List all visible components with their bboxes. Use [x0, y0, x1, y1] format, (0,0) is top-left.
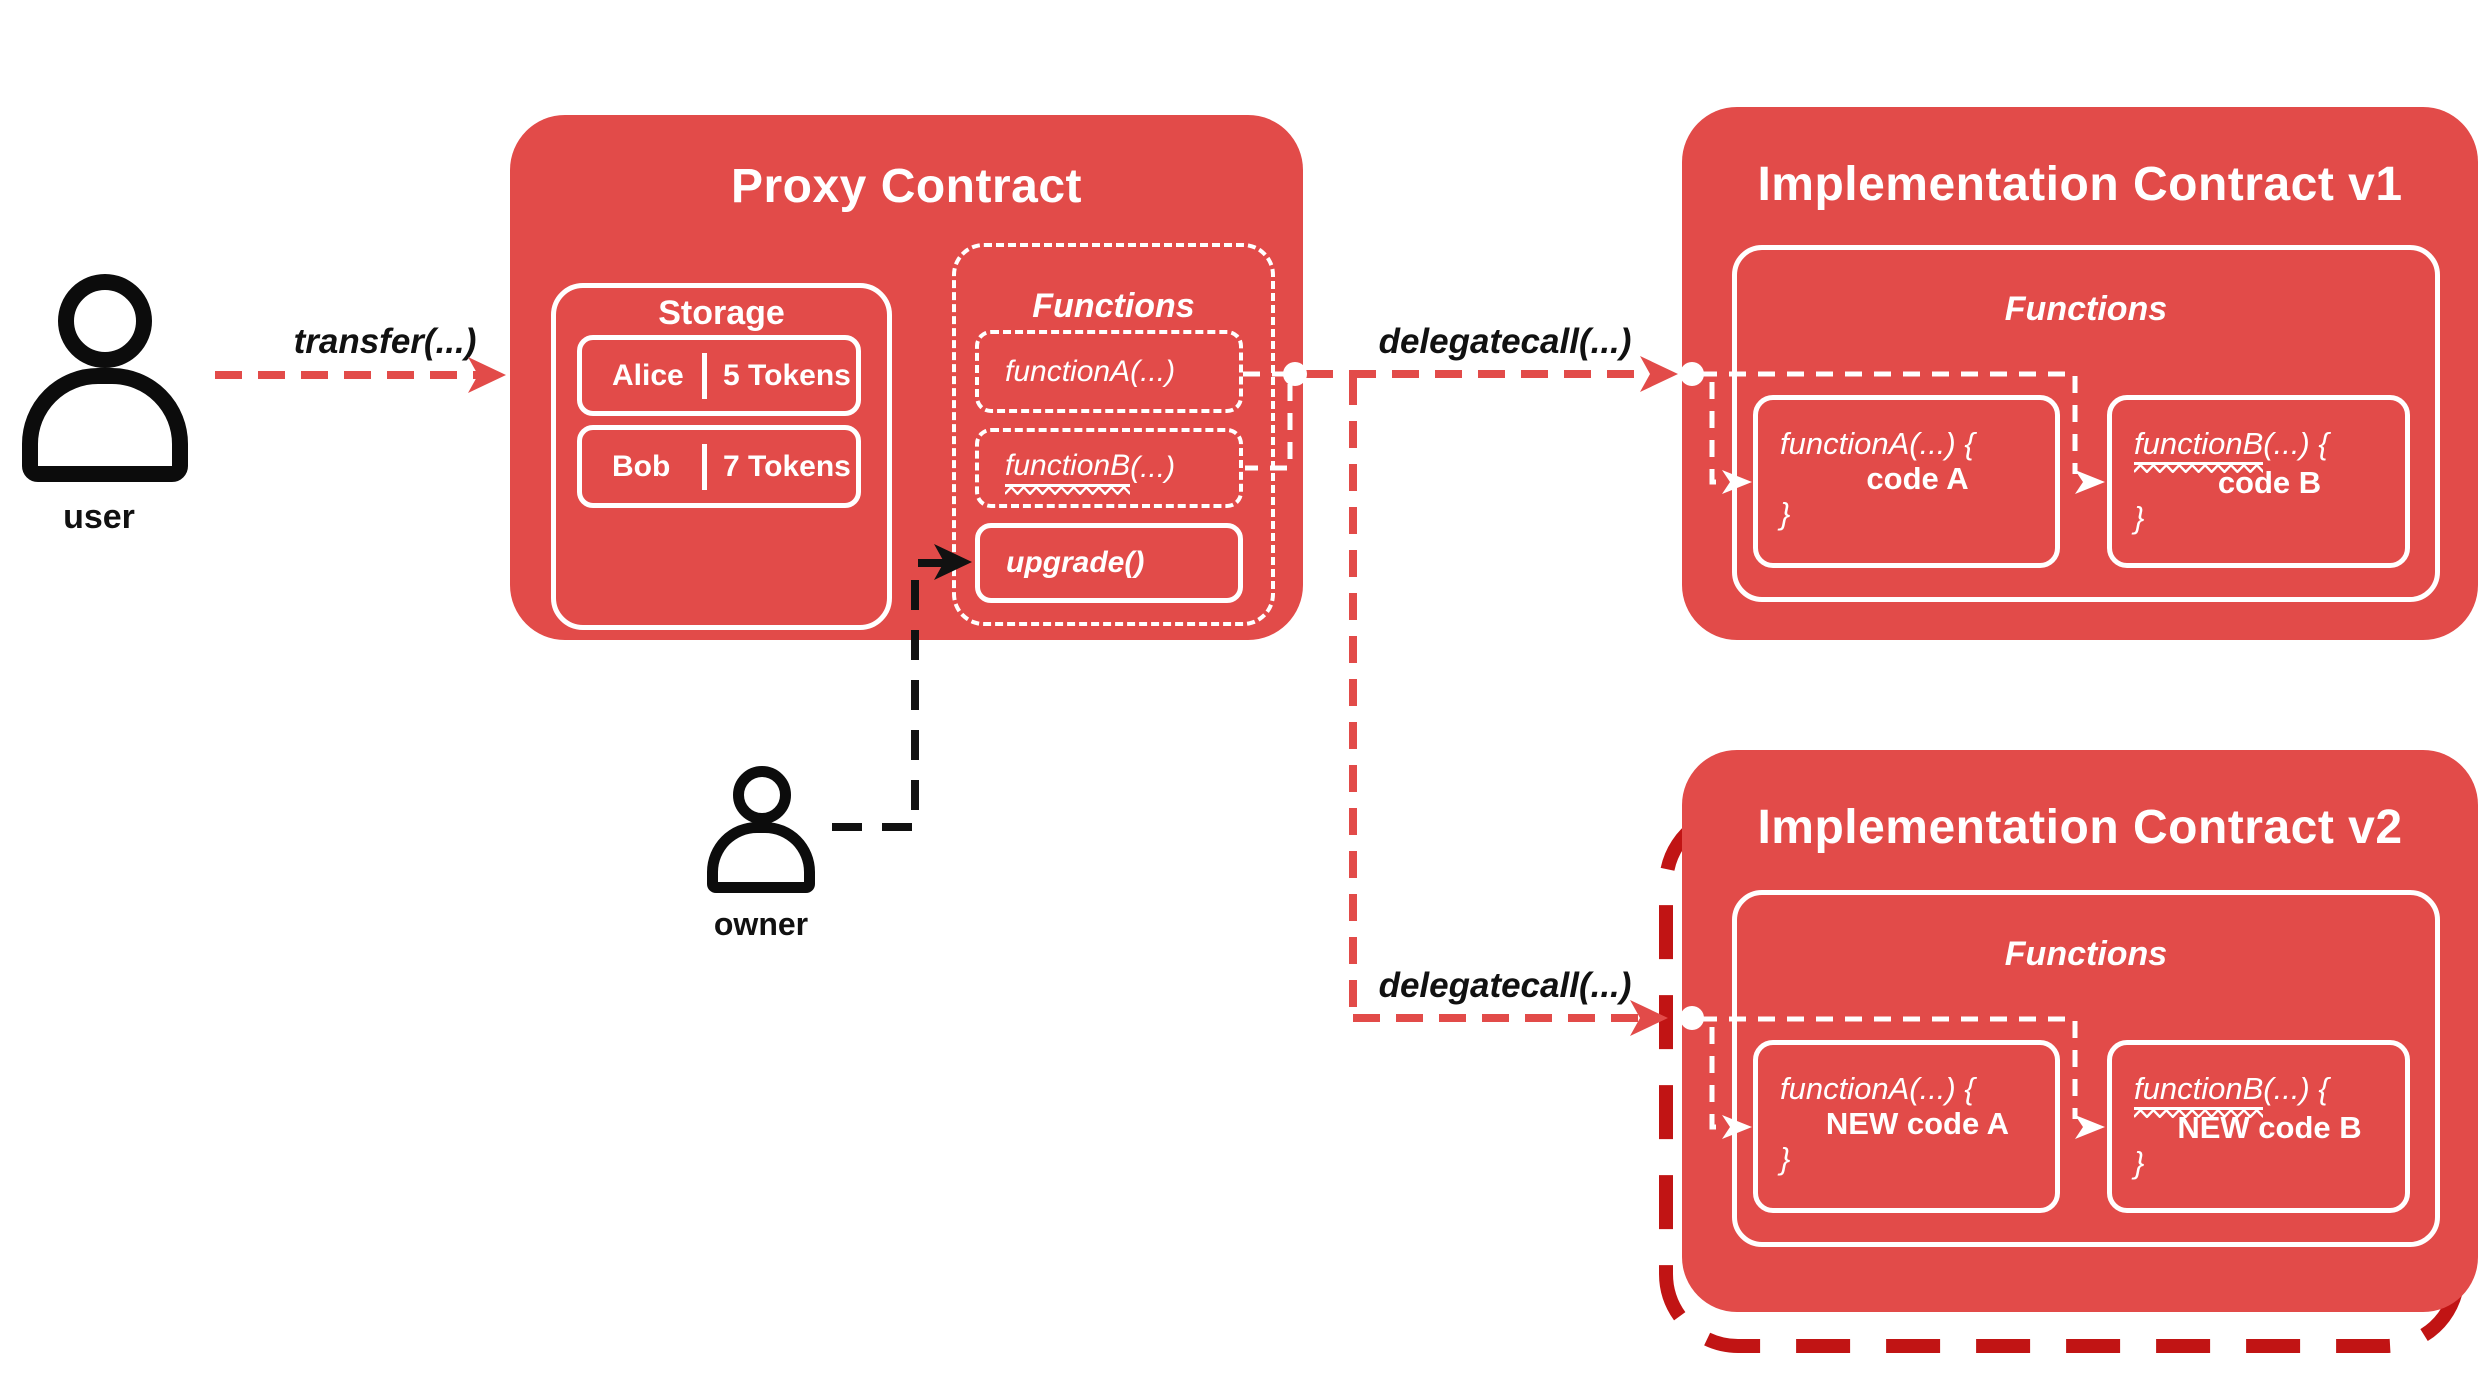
code-signature: functionA(...) {	[1780, 426, 1975, 461]
owner-label: owner	[713, 906, 809, 942]
proxy-function-b: functionB(...)	[975, 428, 1243, 508]
code-close: }	[2134, 1145, 2145, 1180]
proxy-storage-box: Storage Alice 5 Tokens Bob 7 Tokens	[551, 283, 892, 630]
storage-row-tokens: 7 Tokens	[723, 449, 851, 483]
v2-functions-title: Functions	[2004, 935, 2168, 973]
code-signature: functionB(...) {	[2134, 1071, 2405, 1118]
storage-row-divider	[702, 443, 707, 490]
proxy-function-a: functionA(...)	[975, 330, 1243, 413]
proxy-upgrade-function: upgrade()	[975, 523, 1243, 603]
delegatecall-v2-label: delegatecall(...)	[1378, 966, 1632, 1005]
user-head-icon	[58, 274, 152, 368]
zigzag-underline-icon	[1005, 486, 1131, 495]
function-b-underlined-name: functionB	[2134, 1071, 2264, 1118]
code-signature: functionA(...) {	[1780, 1071, 1975, 1106]
storage-row-name: Alice	[612, 358, 684, 392]
storage-row-tokens: 5 Tokens	[723, 358, 851, 392]
code-close: }	[1780, 1141, 1791, 1176]
function-b-args: (...)	[1130, 451, 1176, 484]
v1-functions-box: Functions functionA(...) { code A } func…	[1732, 245, 2440, 602]
user-body-icon	[22, 368, 188, 482]
proxy-contract-box: Proxy Contract Storage Alice 5 Tokens Bo…	[510, 115, 1303, 640]
storage-row-divider	[702, 352, 707, 399]
storage-row-bob: Bob 7 Tokens	[577, 425, 861, 508]
proxy-functions-box: Functions functionA(...) functionB(...) …	[952, 243, 1275, 626]
code-close: }	[1780, 496, 1791, 531]
implementation-v1-box: Implementation Contract v1 Functions fun…	[1682, 107, 2478, 640]
zigzag-underline-icon	[2134, 464, 2264, 473]
v2-function-b-code: functionB(...) { NEW code B }	[2107, 1040, 2410, 1213]
user-label: user	[63, 498, 135, 536]
implementation-v1-title: Implementation Contract v1	[1757, 158, 2403, 211]
zigzag-underline-icon	[2134, 1109, 2264, 1118]
v1-function-b-code: functionB(...) { code B }	[2107, 395, 2410, 568]
code-body: NEW code A	[1825, 1106, 2010, 1141]
transfer-arrowhead-icon	[468, 357, 506, 393]
code-body: code A	[1866, 461, 1969, 496]
storage-row-alice: Alice 5 Tokens	[577, 335, 861, 416]
function-b-underlined-name: functionB	[2134, 426, 2264, 473]
delegatecall-v1-label: delegatecall(...)	[1378, 322, 1632, 361]
proxy-contract-title: Proxy Contract	[730, 160, 1083, 213]
code-close: }	[2134, 500, 2145, 535]
implementation-v2-title: Implementation Contract v2	[1757, 801, 2403, 854]
owner-head-icon	[733, 766, 791, 824]
v1-function-a-code: functionA(...) { code A }	[1753, 395, 2060, 568]
proxy-storage-title: Storage	[658, 294, 785, 332]
v2-function-a-code: functionA(...) { NEW code A }	[1753, 1040, 2060, 1213]
v2-functions-box: Functions functionA(...) { NEW code A } …	[1732, 890, 2440, 1247]
code-signature: functionB(...) {	[2134, 426, 2405, 473]
owner-body-icon	[707, 822, 815, 893]
proxy-functions-title: Functions	[1032, 287, 1195, 325]
v1-functions-title: Functions	[2004, 290, 2168, 328]
storage-row-name: Bob	[612, 449, 671, 483]
function-b-underlined-name: functionB	[1005, 449, 1131, 495]
implementation-v2-box: Implementation Contract v2 Functions fun…	[1682, 750, 2478, 1312]
transfer-call-label: transfer(...)	[293, 322, 477, 361]
